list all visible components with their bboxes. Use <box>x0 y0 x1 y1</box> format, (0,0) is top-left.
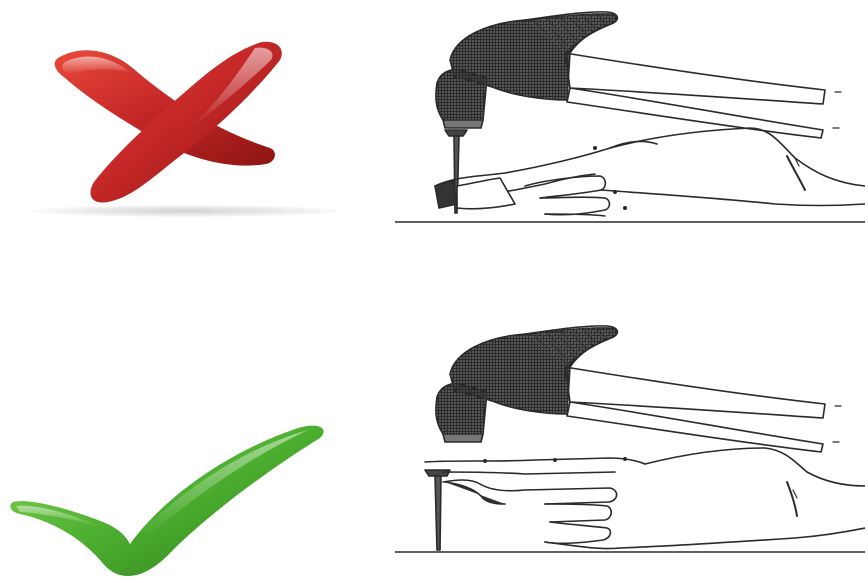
correct-technique-panel <box>0 292 868 582</box>
cross-icon <box>40 30 300 205</box>
cross-shadow <box>30 205 340 217</box>
check-icon <box>8 420 333 580</box>
incorrect-technique-panel <box>0 0 868 290</box>
hammer-nail-fingers-beside-icon <box>395 8 865 228</box>
hammer-nail-fingers-holding-icon <box>395 322 865 558</box>
